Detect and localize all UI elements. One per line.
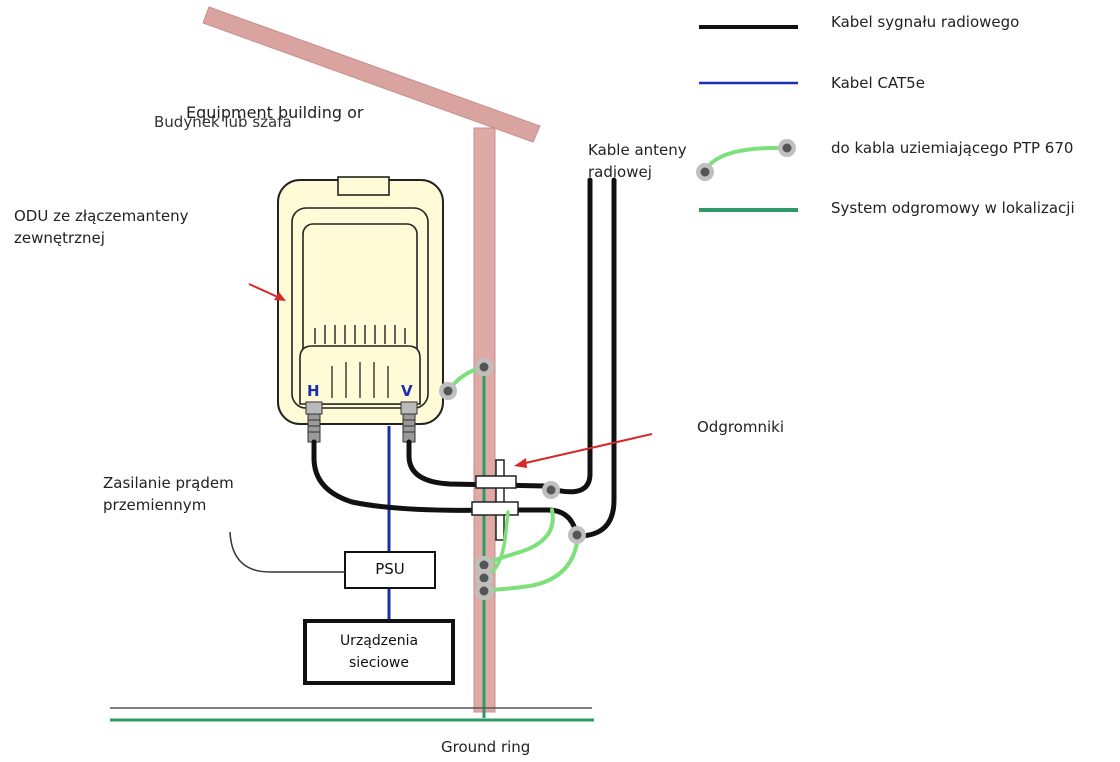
ground-ring-label: Ground ring (441, 738, 531, 756)
ac-label-line1: Zasilanie prądem (103, 474, 234, 492)
ground-cable-2 (482, 534, 580, 592)
antenna-cable-left (545, 177, 593, 495)
rf-cable-h (311, 439, 579, 535)
antenna-label-line2: radiowej (588, 163, 652, 181)
legend-ground-cable-icon (696, 139, 796, 181)
connector-v (400, 401, 418, 443)
odu-arrow (248, 283, 286, 301)
rf-cable-v (406, 439, 548, 489)
ground-cable-1 (482, 508, 555, 566)
network-equipment-box (303, 619, 455, 685)
psu-box (344, 551, 436, 589)
ac-label-line2: przemiennym (103, 496, 207, 514)
odu-label-line1: ODU ze złączemanteny (14, 207, 189, 225)
ground-lugs (439, 358, 586, 600)
legend-ground-cable-label: do kabla uziemiającego PTP 670 (831, 139, 1074, 157)
connector-h (305, 401, 323, 443)
legend-lightning-label: System odgromowy w lokalizacji (831, 199, 1075, 217)
odu-label-line2: zewnętrznej (14, 229, 105, 247)
antenna-label-line1: Kable anteny (588, 141, 687, 159)
port-h-label: H (307, 382, 320, 400)
surge-label: Odgromniki (697, 418, 785, 436)
legend-rf-cable-label: Kabel sygnału radiowego (831, 13, 1020, 31)
odu-connector-lines (331, 362, 389, 398)
network-label-line1: Urządzenia (339, 633, 419, 649)
network-label-line2: sieciowe (348, 655, 409, 671)
port-v-label: V (401, 382, 413, 400)
building-label-en: Equipment building or (186, 103, 364, 122)
odu-fins (314, 325, 406, 344)
antenna-cable-right (575, 177, 617, 539)
odu-inner-frame (291, 207, 429, 409)
surge-arrow (514, 433, 653, 468)
psu-label: PSU (375, 560, 405, 578)
odu-top-tab (337, 176, 390, 196)
roof (202, 6, 541, 143)
legend-cat5e-label: Kabel CAT5e (831, 74, 925, 92)
building-label-pl: Budynek lub szafa (154, 113, 292, 131)
ac-supply-wire (229, 531, 345, 573)
